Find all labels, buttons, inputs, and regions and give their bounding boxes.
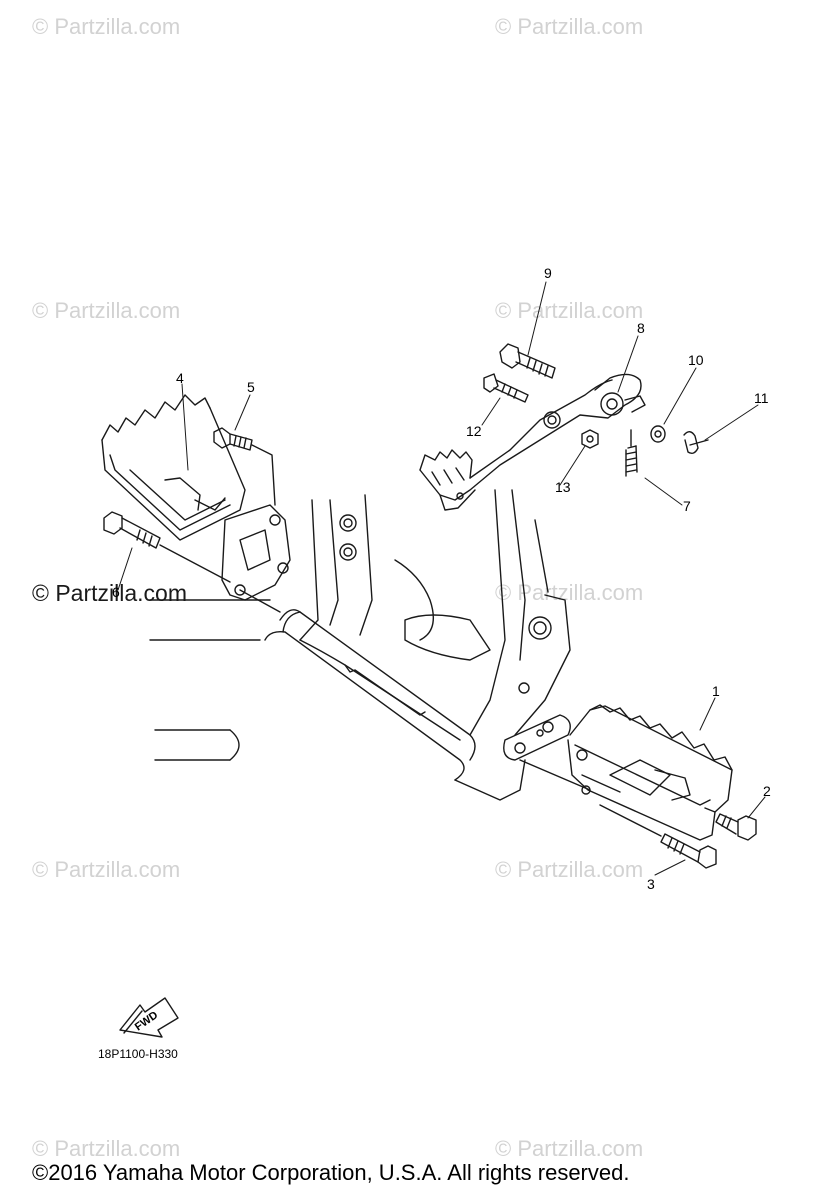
watermark: © Partzilla.com bbox=[495, 14, 644, 39]
callout-1: 1 bbox=[712, 683, 720, 699]
callout-2: 2 bbox=[763, 783, 771, 799]
watermark: © Partzilla.com bbox=[32, 1136, 181, 1161]
callout-7: 7 bbox=[683, 498, 691, 514]
diagram-code: 18P1100-H330 bbox=[98, 1047, 178, 1061]
nut-13 bbox=[581, 429, 599, 449]
watermark-dark: © Partzilla.com bbox=[32, 580, 187, 606]
spring-7 bbox=[625, 429, 638, 477]
watermark: © Partzilla.com bbox=[495, 580, 644, 605]
brake-pedal bbox=[419, 373, 646, 511]
callout-10: 10 bbox=[688, 352, 704, 368]
callout-3: 3 bbox=[647, 876, 655, 892]
callout-6: 6 bbox=[112, 584, 120, 600]
watermark: © Partzilla.com bbox=[32, 298, 181, 323]
watermark: © Partzilla.com bbox=[32, 14, 181, 39]
bolt-9 bbox=[499, 343, 556, 379]
bolt-12 bbox=[483, 373, 529, 403]
callout-5: 5 bbox=[247, 379, 255, 395]
frame bbox=[149, 489, 571, 801]
bolt-2 bbox=[715, 813, 757, 841]
bolt-6 bbox=[103, 511, 231, 583]
bolt-3 bbox=[599, 804, 717, 869]
callout-4: 4 bbox=[176, 370, 184, 386]
bolt-5 bbox=[213, 427, 276, 506]
watermark: © Partzilla.com bbox=[495, 298, 644, 323]
fwd-arrow-icon bbox=[119, 997, 179, 1038]
callout-13: 13 bbox=[555, 479, 571, 495]
washer-10 bbox=[650, 425, 666, 443]
copyright-notice: ©2016 Yamaha Motor Corporation, U.S.A. A… bbox=[32, 1160, 630, 1185]
watermark: © Partzilla.com bbox=[32, 857, 181, 882]
callout-12: 12 bbox=[466, 423, 482, 439]
watermark: © Partzilla.com bbox=[495, 857, 644, 882]
callout-8: 8 bbox=[637, 320, 645, 336]
leader-lines bbox=[117, 281, 766, 876]
right-footrest bbox=[519, 704, 733, 841]
callout-11: 11 bbox=[754, 390, 769, 406]
clip-11 bbox=[683, 431, 709, 455]
callout-9: 9 bbox=[544, 265, 552, 281]
fwd-label: FWD bbox=[133, 1009, 160, 1033]
watermark: © Partzilla.com bbox=[495, 1136, 644, 1161]
left-footrest bbox=[101, 394, 291, 613]
